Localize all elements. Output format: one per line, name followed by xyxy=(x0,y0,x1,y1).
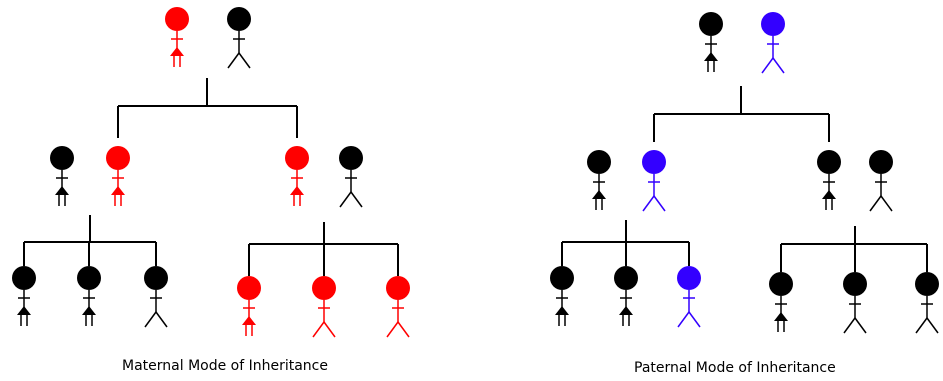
paternal-family-1-offspring-3-male-icon xyxy=(677,266,701,328)
paternal-family-2-offspring-1-female-icon xyxy=(769,272,793,332)
maternal-child-1-female-icon xyxy=(106,146,130,206)
maternal-family-2-offspring-3-male-icon xyxy=(386,276,410,338)
maternal-caption: Maternal Mode of Inheritance xyxy=(122,358,328,374)
paternal-child-2-female-icon xyxy=(817,150,841,210)
maternal-family-2-offspring-1-female-icon xyxy=(237,276,261,336)
maternal-child-2-female-icon xyxy=(285,146,309,206)
maternal-child-2-spouse-male-icon xyxy=(339,146,363,208)
paternal-family-2-offspring-3-male-icon xyxy=(915,272,939,334)
paternal-family-1-offspring-2-female-icon xyxy=(614,266,638,326)
maternal-family-1-offspring-2-female-icon xyxy=(77,266,101,326)
maternal-parent-1-female-icon xyxy=(165,7,189,67)
maternal-family-1-offspring-1-female-icon xyxy=(12,266,36,326)
paternal-family-1-offspring-1-female-icon xyxy=(550,266,574,326)
paternal-child-1-spouse-female-icon xyxy=(587,150,611,210)
maternal-family-1-offspring-3-male-icon xyxy=(144,266,168,328)
paternal-child-2-spouse-male-icon xyxy=(869,150,893,212)
paternal-child-1-male-icon xyxy=(642,150,666,212)
maternal-parent-2-male-icon xyxy=(227,7,251,69)
maternal-child-1-spouse-female-icon xyxy=(50,146,74,206)
paternal-family-2-offspring-2-male-icon xyxy=(843,272,867,334)
paternal-parent-2-male-icon xyxy=(761,12,785,74)
paternal-caption: Paternal Mode of Inheritance xyxy=(634,360,836,376)
paternal-parent-1-female-icon xyxy=(699,12,723,72)
maternal-family-2-offspring-2-male-icon xyxy=(312,276,336,338)
